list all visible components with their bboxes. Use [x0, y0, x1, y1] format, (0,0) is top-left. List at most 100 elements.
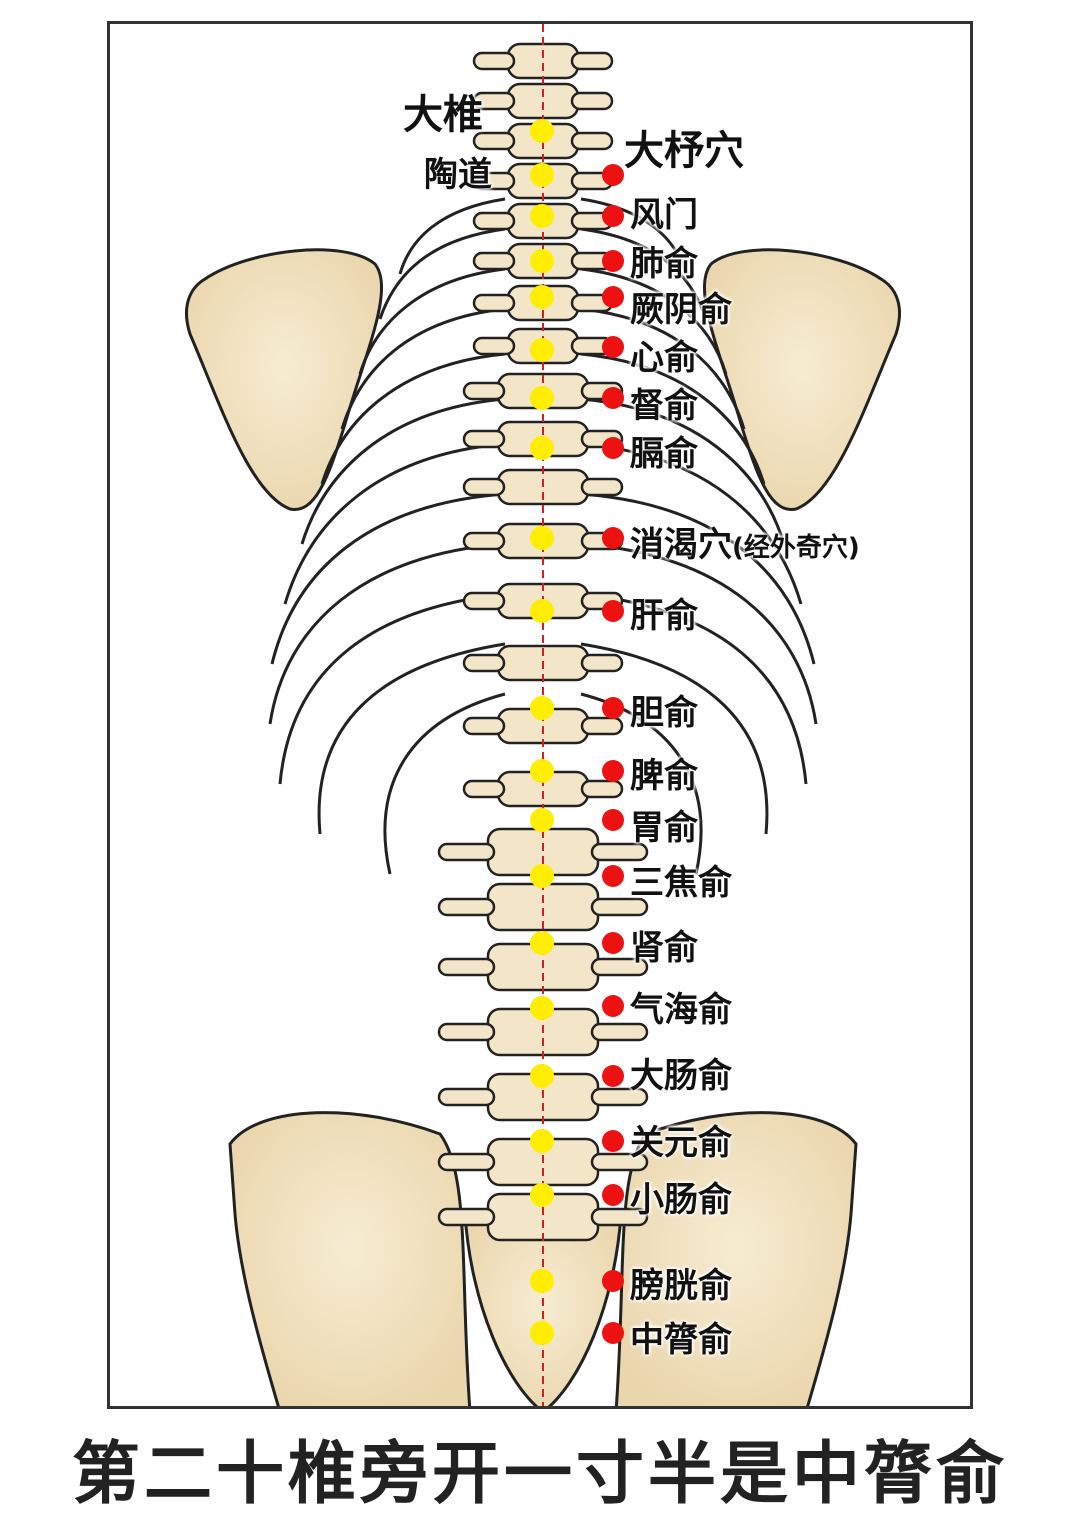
transverse-process: [462, 591, 506, 611]
transverse-process: [570, 131, 614, 151]
right-ilium: [614, 1111, 858, 1406]
spine-point: [530, 1064, 554, 1088]
transverse-process: [462, 381, 506, 401]
left-scapula: [185, 248, 384, 511]
spine-dots: [530, 119, 554, 1345]
label-pangguangshu: 膀胱俞: [630, 1266, 732, 1306]
spine-point: [530, 436, 554, 460]
transverse-process: [462, 653, 506, 673]
label-dazhui: 大椎: [403, 92, 483, 138]
acupoint-marker: [602, 1322, 624, 1344]
transverse-process: [472, 171, 516, 191]
transverse-process: [472, 211, 516, 231]
transverse-process: [570, 91, 614, 111]
spine-point: [530, 204, 554, 228]
spine-point: [530, 759, 554, 783]
transverse-process: [472, 336, 516, 356]
transverse-process: [590, 897, 649, 917]
acupoint-marker: [602, 437, 624, 459]
spine-point: [530, 119, 554, 143]
spine-point: [530, 526, 554, 550]
caption: 第二十椎旁开一寸半是中膂俞: [71, 1434, 1008, 1514]
transverse-process: [580, 477, 624, 497]
spine-point: [530, 808, 554, 832]
acupoint-marker: [602, 995, 624, 1017]
transverse-process: [462, 531, 506, 551]
transverse-process: [590, 1087, 649, 1107]
label-dushu: 督俞: [630, 386, 698, 426]
acupoint-marker: [602, 164, 624, 186]
spine-point: [530, 864, 554, 888]
acupoint-marker: [602, 250, 624, 272]
vertebra: [506, 42, 580, 80]
label-dazhu: 大杼穴: [624, 128, 744, 174]
acupoint-marker: [602, 697, 624, 719]
transverse-process: [462, 716, 506, 736]
spine-point: [530, 931, 554, 955]
acupoint-marker: [602, 336, 624, 358]
transverse-process: [590, 842, 649, 862]
label-taodao: 陶道: [424, 155, 492, 195]
transverse-process: [590, 1152, 649, 1172]
acupoint-dots: [602, 164, 624, 1344]
label-guanyuanshu: 关元俞: [630, 1123, 732, 1163]
acupoint-marker: [602, 1270, 624, 1292]
acupoint-marker: [602, 205, 624, 227]
transverse-process: [590, 1207, 649, 1227]
transverse-process: [437, 957, 496, 977]
label-qihaishu: 气海俞: [630, 990, 732, 1030]
acupoint-marker: [602, 760, 624, 782]
spine-point: [530, 285, 554, 309]
label-xiaoke-name: 消渴穴: [630, 525, 732, 565]
spine-point: [530, 1321, 554, 1345]
label-feishu: 肺俞: [630, 244, 698, 284]
transverse-process: [472, 293, 516, 313]
label-sanjiaoshu: 三焦俞: [630, 863, 732, 903]
spine-point: [530, 996, 554, 1020]
acupoint-marker: [602, 387, 624, 409]
label-ganshu: 肝俞: [630, 596, 698, 636]
acupoint-marker: [602, 527, 624, 549]
label-danshu: 胆俞: [630, 693, 698, 733]
spine-point: [530, 1129, 554, 1153]
acupoint-marker: [602, 1130, 624, 1152]
transverse-process: [472, 131, 516, 151]
spine-point: [530, 599, 554, 623]
transverse-process: [437, 1207, 496, 1227]
label-weishu: 胃俞: [630, 808, 698, 848]
transverse-process: [472, 51, 516, 71]
transverse-process: [580, 779, 624, 799]
transverse-process: [462, 477, 506, 497]
right-ribs: [580, 197, 818, 875]
acupoint-marker: [602, 865, 624, 887]
transverse-process: [437, 897, 496, 917]
transverse-process: [580, 716, 624, 736]
acupoint-marker: [602, 809, 624, 831]
label-xiaochangshu: 小肠俞: [630, 1180, 732, 1220]
spine-point: [530, 386, 554, 410]
acupoint-marker: [602, 286, 624, 308]
acupoint-marker: [602, 1065, 624, 1087]
label-fengmen: 风门: [630, 195, 698, 235]
label-zhonglushu: 中膂俞: [630, 1320, 732, 1360]
label-pishu: 脾俞: [630, 756, 698, 796]
spine-point: [530, 163, 554, 187]
label-xiaoke: 消渴穴(经外奇穴): [630, 517, 860, 566]
transverse-process: [590, 957, 649, 977]
spine-point: [530, 1183, 554, 1207]
label-xiaoke-note: (经外奇穴): [732, 533, 860, 563]
label-dachangshu: 大肠俞: [630, 1056, 732, 1096]
left-ilium: [228, 1111, 472, 1406]
spine-point: [530, 249, 554, 273]
illustration-frame: [107, 21, 973, 1409]
transverse-process: [462, 429, 506, 449]
spine-point: [530, 338, 554, 362]
label-xinshu: 心俞: [630, 338, 698, 378]
label-jueyinshu: 厥阴俞: [630, 290, 732, 330]
left-ribs: [268, 197, 506, 875]
spine-illustration: [185, 24, 901, 1406]
acupoint-marker: [602, 1184, 624, 1206]
transverse-process: [437, 1087, 496, 1107]
right-scapula: [702, 248, 901, 511]
transverse-process: [472, 91, 516, 111]
